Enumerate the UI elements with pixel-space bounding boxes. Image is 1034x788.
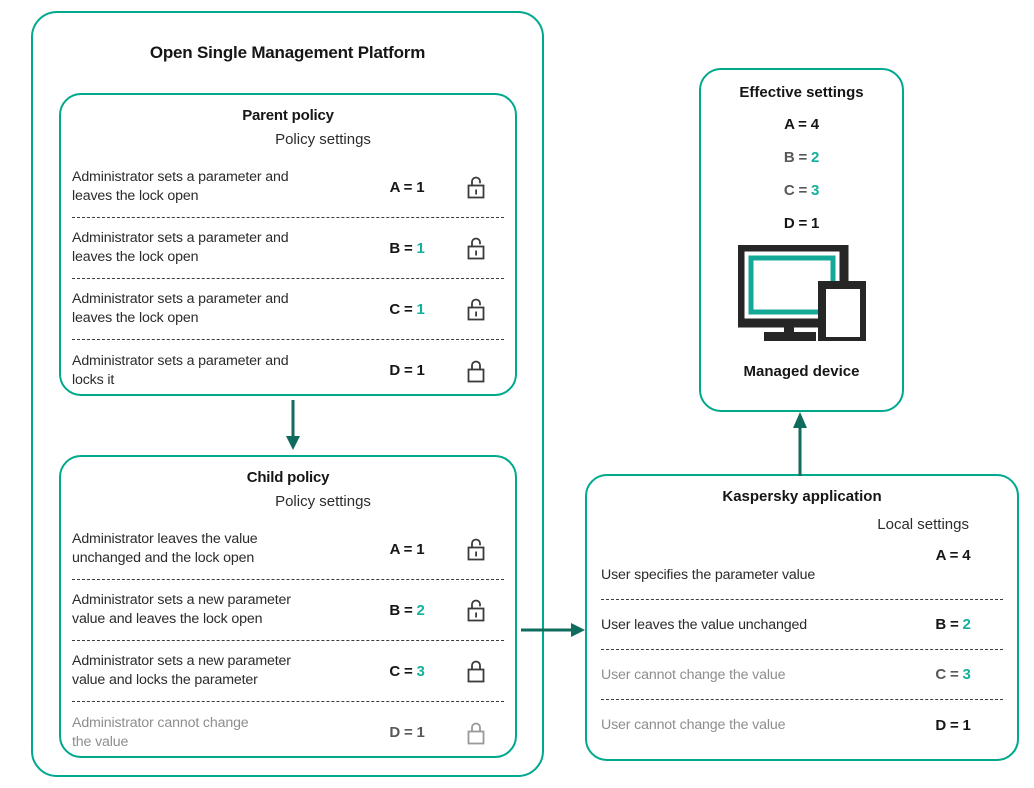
policy-row-description: Administrator sets a new parameter value… (72, 653, 291, 688)
lock-open-icon (450, 235, 504, 261)
policy-row-description: Administrator sets a parameter and locks… (72, 352, 289, 388)
lock-closed-icon (450, 658, 504, 684)
managed-device-label: Managed device (743, 363, 860, 380)
lock-closed-dim-icon (450, 720, 504, 746)
policy-row-value: D = 1 (389, 362, 425, 379)
monitor-and-phone-icon (701, 245, 902, 341)
lock-closed-icon (450, 358, 504, 384)
policy-row: Administrator cannot change the value D =… (72, 702, 504, 763)
policy-row-description: Administrator leaves the value unchanged… (72, 531, 258, 566)
policy-row-value: A = 1 (389, 178, 425, 196)
parent-policy-column-header: Policy settings (275, 131, 371, 148)
kaspersky-row-description: User cannot change the value (601, 666, 786, 683)
policy-row-description: Administrator sets a parameter and leave… (72, 291, 289, 326)
kaspersky-row: User cannot change the value D = 1 (601, 700, 1003, 750)
effective-settings-values: A = 4 B = 2 C = 3 D = 1 (701, 116, 902, 248)
policy-row: Administrator sets a parameter and locks… (72, 340, 504, 401)
policy-row-description: Administrator sets a parameter and leave… (72, 169, 289, 204)
child-policy-title: Child policy (246, 469, 330, 486)
kaspersky-row-value: B = 2 (935, 616, 971, 633)
arrow-child-to-kaspersky (521, 620, 587, 645)
effective-setting-value: A = 4 (784, 116, 819, 133)
arrow-parent-to-child (283, 400, 303, 457)
kaspersky-row: User specifies the parameter value A = 4 (601, 547, 1003, 600)
lock-open-icon (450, 536, 504, 562)
kaspersky-row-value: A = 4 (935, 547, 971, 564)
effective-settings-title: Effective settings (739, 84, 864, 101)
parent-policy-title: Parent policy (242, 107, 334, 124)
policy-row: Administrator sets a new parameter value… (72, 580, 504, 641)
kaspersky-application-panel: Kaspersky application Local settings Use… (585, 474, 1019, 761)
policy-row: Administrator leaves the value unchanged… (72, 519, 504, 580)
policy-row: Administrator sets a parameter and leave… (72, 279, 504, 340)
kaspersky-row-value: C = 3 (935, 666, 971, 683)
kaspersky-row-description: User leaves the value unchanged (601, 616, 807, 633)
kaspersky-application-title: Kaspersky application (722, 488, 882, 505)
arrow-kaspersky-to-device (790, 412, 810, 481)
policy-row: Administrator sets a new parameter value… (72, 641, 504, 702)
policy-row-value: A = 1 (389, 540, 425, 558)
policy-row-value: C = 3 (389, 662, 425, 680)
policy-row: Administrator sets a parameter and leave… (72, 157, 504, 218)
page-title: Open Single Management Platform (149, 43, 426, 62)
policy-row-value: C = 1 (389, 300, 425, 318)
child-policy-column-header: Policy settings (275, 493, 371, 510)
kaspersky-row-value: D = 1 (935, 716, 971, 734)
effective-setting-value: D = 1 (783, 215, 820, 232)
parent-policy-rows: Administrator sets a parameter and leave… (72, 157, 504, 388)
kaspersky-column-header: Local settings (877, 516, 969, 533)
policy-row: Administrator sets a parameter and leave… (72, 218, 504, 279)
policy-row-description: Administrator sets a parameter and leave… (72, 230, 289, 265)
kaspersky-row-description: User specifies the parameter value (601, 566, 816, 583)
kaspersky-row-description: User cannot change the value (601, 717, 786, 733)
kaspersky-row: User cannot change the value C = 3 (601, 650, 1003, 700)
kaspersky-row: User leaves the value unchanged B = 2 (601, 600, 1003, 650)
lock-open-icon (450, 296, 504, 322)
effective-setting-value: B = 2 (783, 149, 820, 166)
lock-open-icon (450, 174, 504, 200)
lock-open-icon (450, 597, 504, 623)
policy-row-description: Administrator cannot change the value (72, 714, 249, 750)
policy-row-description: Administrator sets a new parameter value… (72, 592, 291, 627)
child-policy-panel: Child policy Policy settings Administrat… (59, 455, 517, 758)
effective-setting-value: C = 3 (783, 182, 820, 199)
policy-row-value: B = 2 (389, 601, 425, 619)
child-policy-rows: Administrator leaves the value unchanged… (72, 519, 504, 750)
parent-policy-panel: Parent policy Policy settings Administra… (59, 93, 517, 396)
policy-row-value: B = 1 (389, 239, 425, 257)
policy-row-value: D = 1 (389, 724, 425, 741)
